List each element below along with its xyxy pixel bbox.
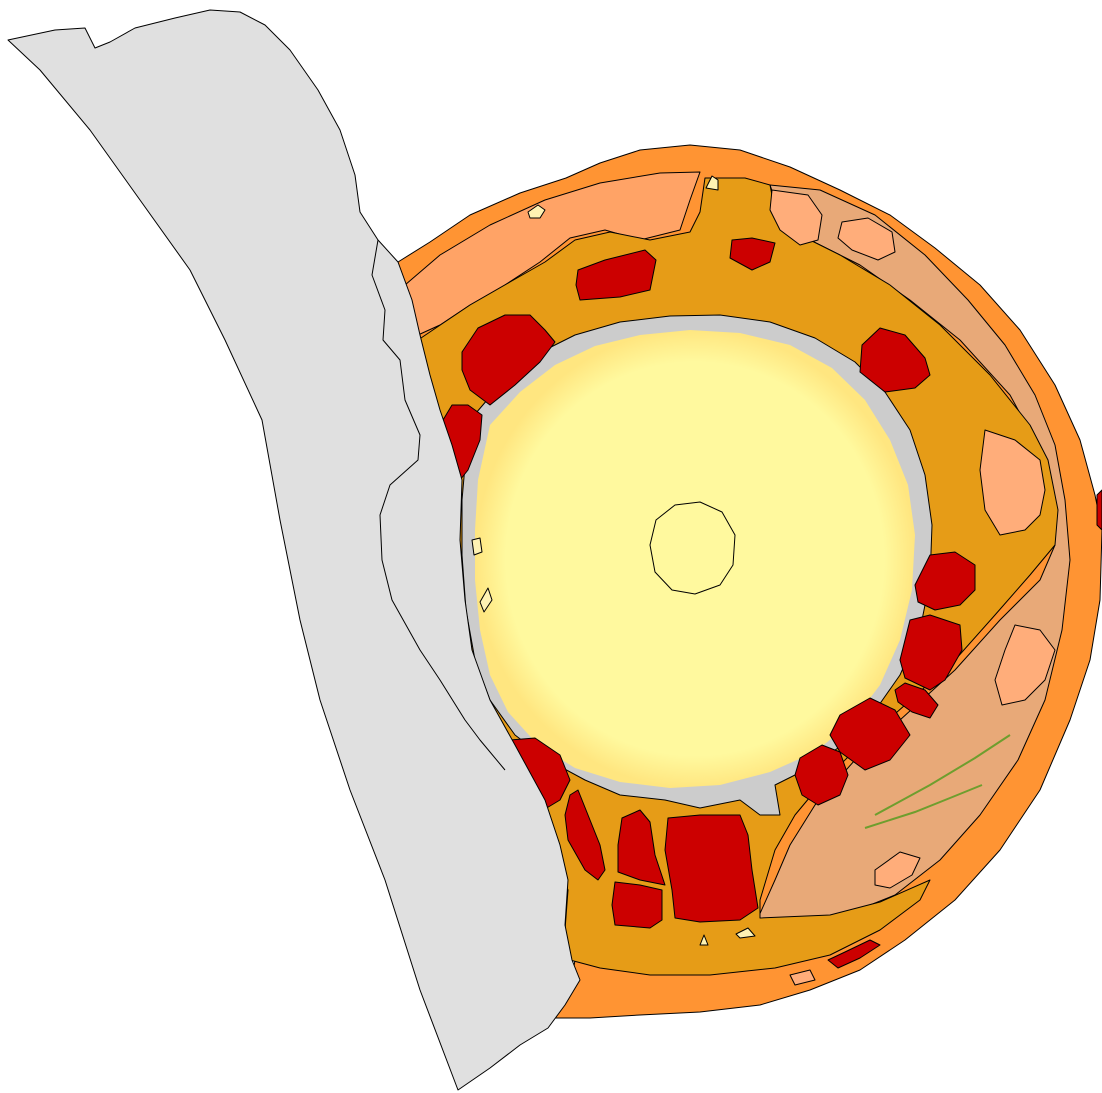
stone: [1097, 490, 1102, 530]
central-ring: [650, 502, 735, 594]
pale-fragment: [472, 538, 482, 555]
stone: [665, 815, 758, 922]
stone: [612, 882, 662, 928]
